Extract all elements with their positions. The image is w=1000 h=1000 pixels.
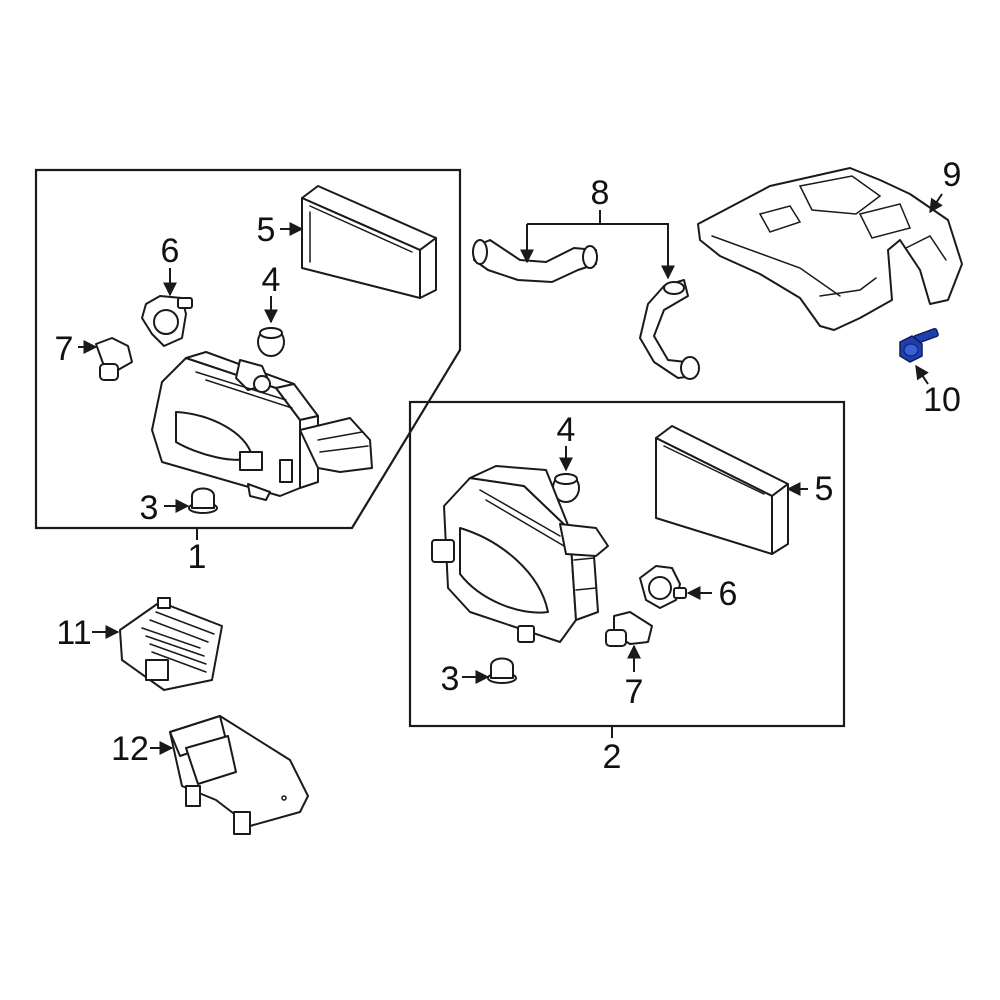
assembly-group-1: 1 5 4 6 7 xyxy=(34,168,462,576)
leader-10 xyxy=(915,364,929,385)
callout-3-g2[interactable]: 3 xyxy=(441,660,460,698)
callout-6-g1[interactable]: 6 xyxy=(161,232,180,270)
bushing-part-3-g1[interactable] xyxy=(188,487,218,514)
sensor-part-7-g2[interactable] xyxy=(605,611,653,647)
hose-part-8[interactable] xyxy=(472,239,700,380)
sensor-part-6-g1[interactable] xyxy=(141,295,193,347)
group-1-frame xyxy=(34,168,462,530)
callout-5-g1[interactable]: 5 xyxy=(257,211,276,249)
air-filter-element-2[interactable] xyxy=(655,425,789,555)
callout-4-g1[interactable]: 4 xyxy=(262,261,281,299)
air-cleaner-housing-2[interactable] xyxy=(431,465,609,643)
callout-11[interactable]: 11 xyxy=(56,614,91,652)
callout-7-g2[interactable]: 7 xyxy=(625,673,644,711)
leader-9 xyxy=(929,193,943,214)
callout-5-g2[interactable]: 5 xyxy=(815,470,834,508)
assembly-group-2: 2 4 5 xyxy=(408,400,846,776)
engine-cover-part-9[interactable] xyxy=(697,167,963,331)
duct-part-11[interactable] xyxy=(119,597,223,691)
callout-8[interactable]: 8 xyxy=(591,174,610,212)
callout-1[interactable]: 1 xyxy=(188,538,207,576)
callout-2[interactable]: 2 xyxy=(603,738,622,776)
callout-4-g2[interactable]: 4 xyxy=(557,411,576,449)
callout-9[interactable]: 9 xyxy=(943,156,962,194)
sensor-part-6-g2[interactable] xyxy=(639,565,687,609)
leader-8b xyxy=(527,223,675,280)
callout-10[interactable]: 10 xyxy=(923,381,961,419)
callout-3-g1[interactable]: 3 xyxy=(140,489,159,527)
callout-12[interactable]: 12 xyxy=(111,730,149,768)
duct-part-12[interactable] xyxy=(169,715,309,835)
bolt-part-10[interactable] xyxy=(899,327,939,363)
bushing-part-3-g2[interactable] xyxy=(487,657,517,684)
callout-7-g1[interactable]: 7 xyxy=(55,330,74,368)
sensor-part-7-g1[interactable] xyxy=(95,337,133,381)
air-filter-element-1[interactable] xyxy=(301,185,437,299)
grommet-part-4-g1[interactable] xyxy=(257,327,285,357)
air-cleaner-housing-1[interactable] xyxy=(151,351,373,501)
group-2-frame xyxy=(408,400,846,728)
callout-6-g2[interactable]: 6 xyxy=(719,575,738,613)
